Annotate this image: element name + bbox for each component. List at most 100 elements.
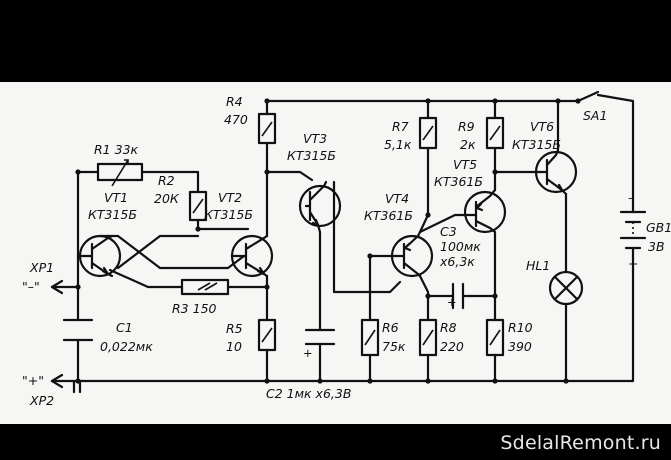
junction-dot	[492, 293, 498, 299]
label-r10-value: 390	[508, 339, 532, 354]
resistor-r2	[188, 190, 208, 222]
junction-dot	[425, 293, 431, 299]
label-gb-plus: +	[628, 256, 638, 271]
label-r6-name: R6	[382, 320, 399, 335]
junction-dot	[563, 378, 569, 384]
label-r4-value: 470	[224, 112, 248, 127]
label-vt4-name: VT4	[385, 191, 409, 206]
resistor-r4	[257, 112, 277, 145]
label-r3: R3 150	[172, 301, 217, 316]
junction-dot	[195, 226, 201, 232]
label-vt2-type: КТ315Б	[204, 207, 253, 222]
transistor-vt6	[533, 148, 578, 196]
label-r2-name: R2	[158, 173, 175, 188]
label-r5-value: 10	[226, 339, 242, 354]
label-xp1: ХР1	[29, 260, 54, 275]
vt3-collector	[332, 180, 402, 294]
junction-dot	[492, 378, 498, 384]
resistor-r1	[96, 159, 144, 187]
junction-dot	[75, 169, 81, 175]
label-r10-name: R10	[508, 320, 533, 335]
vt4-to-vt5	[418, 213, 464, 234]
label-vt3-type: КТ315Б	[287, 148, 336, 163]
cross-wire-a	[98, 234, 246, 270]
label-plus-terminal: "+"	[22, 373, 44, 388]
junction-dot	[264, 284, 270, 290]
resistor-r7	[418, 116, 438, 150]
label-r1: R1 33к	[94, 142, 139, 157]
battery-gb1	[619, 210, 647, 250]
junction-dot	[492, 98, 498, 104]
vt4-emitter	[418, 274, 430, 383]
label-vt1-name: VT1	[104, 190, 128, 205]
label-xp2: ХР2	[29, 393, 54, 408]
label-vt6-type: КТ315Б	[512, 137, 561, 152]
label-c1-value: 0,022мк	[100, 339, 153, 354]
bottom-rail	[50, 268, 635, 383]
label-vt3-name: VT3	[303, 131, 327, 146]
label-gb1-name: GB1	[646, 220, 671, 235]
transistor-vt5	[460, 188, 507, 234]
label-minus-terminal: "–"	[22, 279, 40, 294]
connector-xp2	[50, 373, 82, 394]
resistor-r5	[257, 318, 277, 352]
junction-dot	[264, 169, 270, 175]
wiring	[50, 93, 635, 383]
junction-dot	[264, 98, 270, 104]
resistor-r3	[180, 278, 230, 296]
label-gb1-value: 3В	[648, 239, 665, 254]
resistor-r6	[360, 318, 380, 357]
label-r8-name: R8	[440, 320, 457, 335]
label-c1-name: C1	[116, 320, 133, 335]
junction-dot	[317, 378, 323, 384]
label-c2-plus: +	[303, 346, 313, 360]
label-r9-name: R9	[458, 119, 475, 134]
resistor-r10	[485, 318, 505, 357]
label-vt6-name: VT6	[530, 119, 554, 134]
r7-column	[418, 99, 430, 234]
transistors	[76, 148, 578, 278]
top-rail	[265, 93, 635, 207]
vt2-collector-top	[265, 170, 314, 182]
transistor-vt3	[298, 180, 342, 234]
label-vt4-type: КТ361Б	[364, 208, 413, 223]
junction-dot	[367, 253, 373, 259]
capacitor-c2	[304, 328, 336, 346]
label-c3-value-1: 100мк	[440, 239, 481, 254]
label-hl1: HL1	[526, 258, 550, 273]
label-r9-value: 2к	[460, 137, 476, 152]
label-r7-value: 5,1к	[384, 137, 412, 152]
switch-sa1	[575, 90, 600, 104]
transistor-vt4	[390, 230, 434, 278]
transistor-vt2	[230, 234, 274, 278]
capacitor-c1	[62, 318, 94, 342]
resistor-r9	[485, 116, 505, 150]
junction-dot	[425, 98, 431, 104]
label-vt1-type: КТ315Б	[88, 207, 137, 222]
schematic-sheet	[0, 82, 671, 424]
label-c2: C2 1мк х6,3В	[266, 386, 351, 401]
connector-xp1	[50, 279, 64, 295]
label-gb-minus: –	[628, 190, 634, 205]
label-r6-value: 75к	[382, 339, 406, 354]
label-r7-name: R7	[392, 119, 409, 134]
cross-wire-b	[108, 268, 150, 289]
label-c3-value-2: х6,3к	[439, 254, 475, 269]
resistors	[96, 112, 505, 357]
junction-dot	[425, 212, 431, 218]
label-c3-name: C3	[440, 224, 457, 239]
label-r4-name: R4	[226, 94, 243, 109]
label-vt5-type: КТ361Б	[434, 174, 483, 189]
component-labels: R1 33к R2 20К R3 150 R4 470 R5 10 R6 75к…	[22, 94, 671, 408]
junction-dot	[367, 378, 373, 384]
label-r5-name: R5	[226, 321, 243, 336]
junction-dot	[492, 169, 498, 175]
watermark-text: SdelalRemont.ru	[500, 432, 661, 454]
transistor-vt1	[76, 234, 122, 278]
lamp-hl1	[548, 270, 584, 306]
junctions	[75, 98, 569, 384]
junction-dot	[555, 98, 561, 104]
label-vt5-name: VT5	[453, 157, 477, 172]
junction-dot	[75, 284, 81, 290]
